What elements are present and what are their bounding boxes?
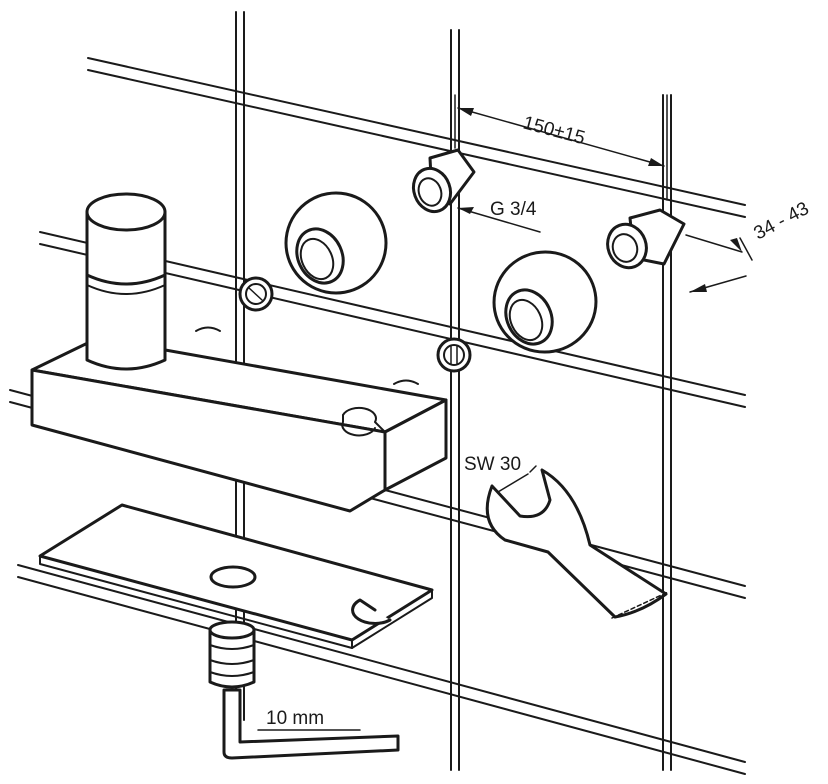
mounting-plate	[38, 503, 434, 649]
dimension-thread	[457, 207, 541, 233]
eccentric-fitting-right	[606, 208, 686, 270]
wall-rosette-left	[284, 191, 388, 295]
dimension-spacing	[454, 94, 668, 201]
label-wrench: SW 30	[464, 454, 521, 475]
wall-screw-right	[436, 337, 472, 373]
hex-key	[222, 688, 400, 760]
dimension-depth	[685, 234, 753, 293]
control-handle	[85, 192, 167, 371]
wall-rosette-right	[492, 250, 598, 354]
label-spacing: 150±15	[521, 113, 588, 150]
wall-screw-left	[238, 276, 274, 312]
eccentric-fitting-left	[411, 148, 476, 214]
tile-joint-h1b	[87, 69, 746, 218]
tile-joint-h1a	[87, 57, 746, 206]
label-hex-key: 10 mm	[266, 708, 324, 729]
label-thread: G 3/4	[490, 199, 537, 220]
tile-joint-h4a	[17, 564, 746, 763]
dimension-wrench	[497, 465, 537, 493]
label-depth: 34 - 43	[750, 198, 812, 244]
wrench	[485, 468, 669, 619]
tile-joint-h4b	[17, 576, 746, 775]
supply-fitting	[208, 620, 256, 689]
